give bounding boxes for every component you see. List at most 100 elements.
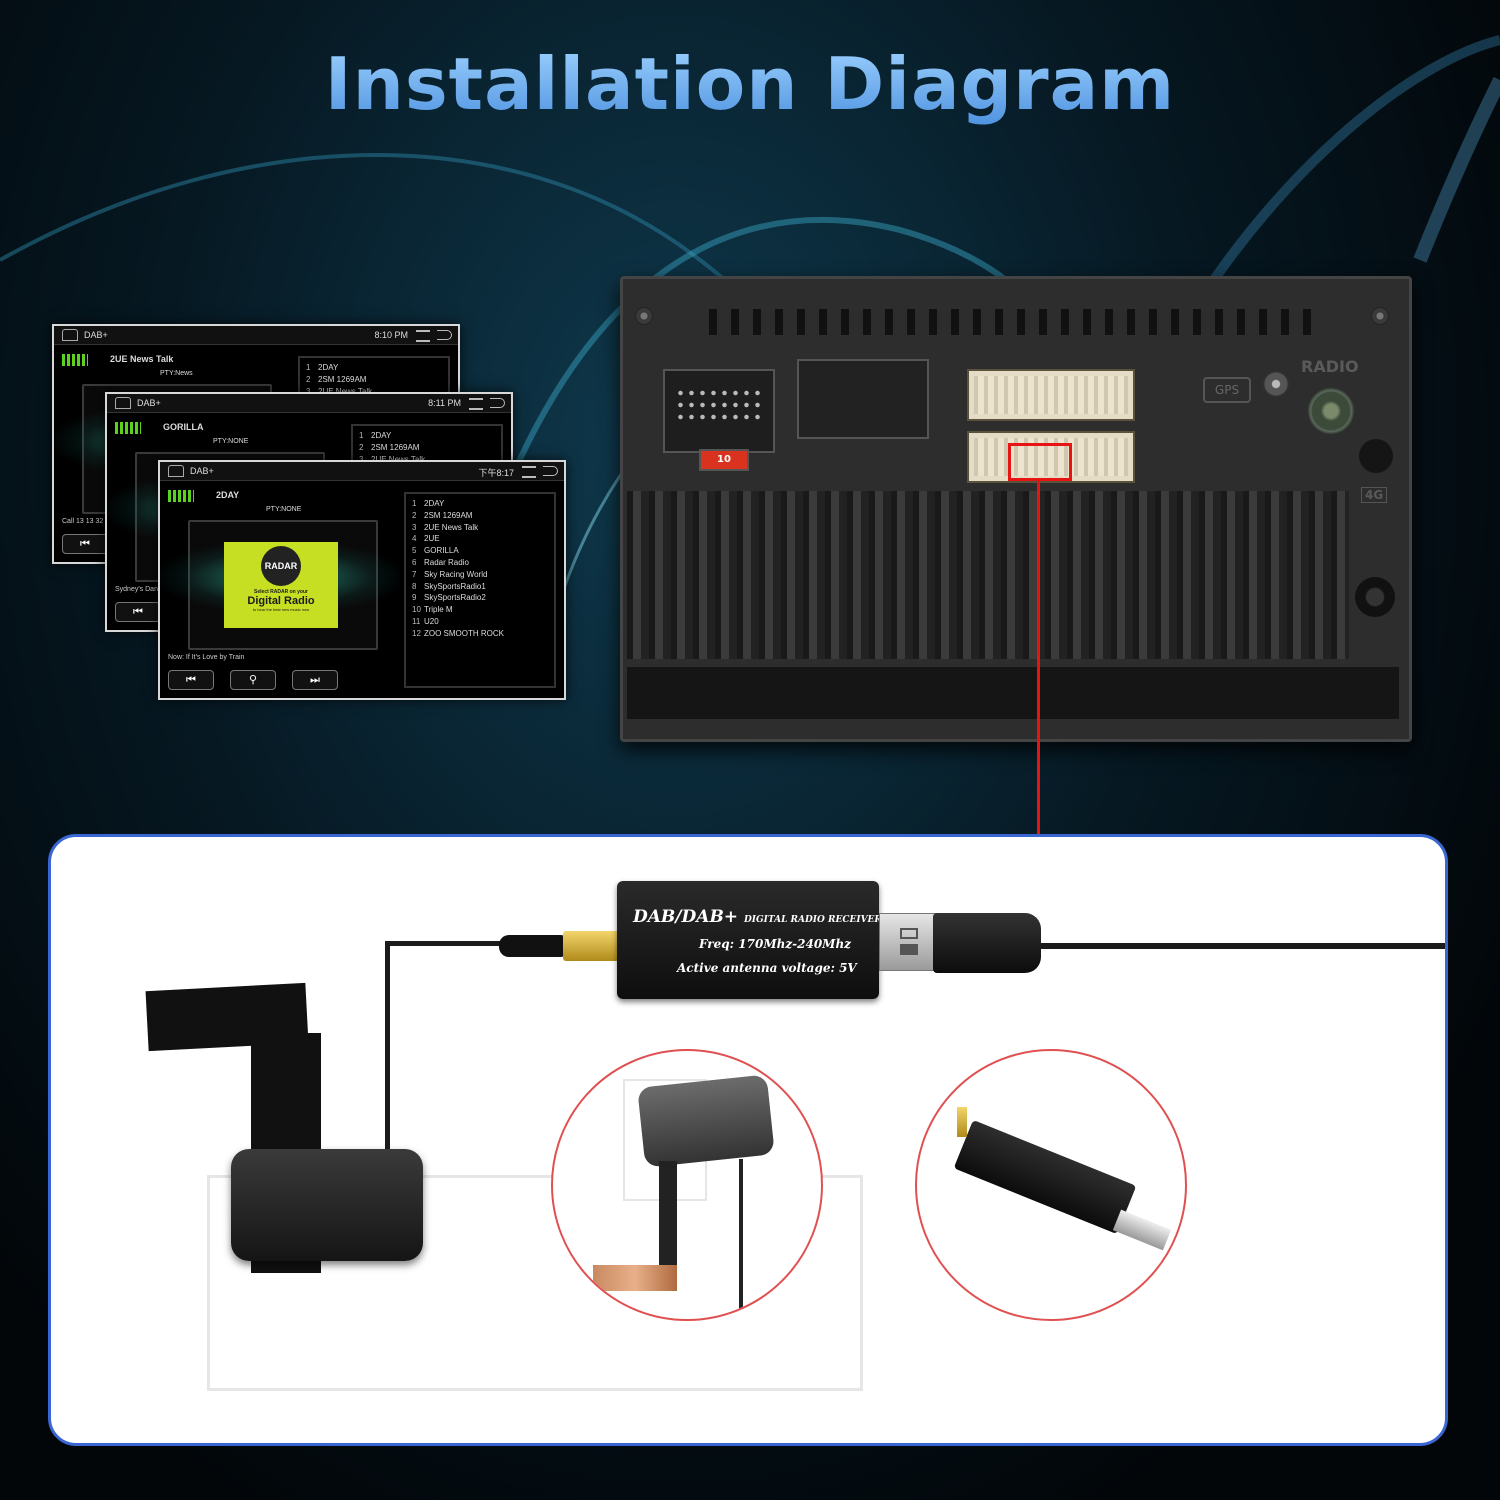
- radar-tagline: to hear the best new music now: [252, 607, 310, 612]
- radar-album-art: RADAR Select RADAR on your Digital Radio…: [224, 542, 338, 628]
- app-name: DAB+: [190, 466, 214, 476]
- receiver-closeup: [915, 1049, 1187, 1321]
- previous-button[interactable]: ⏮: [62, 534, 108, 554]
- app-name: DAB+: [137, 398, 161, 408]
- next-button[interactable]: ⏭: [292, 670, 338, 690]
- home-icon[interactable]: [62, 329, 78, 341]
- head-unit-rear: 10 GPS RADIO 4G: [620, 276, 1412, 742]
- pty-label: PTY:NONE: [213, 438, 249, 445]
- receiver-frequency: Freq: 170Mhz-240Mhz: [699, 937, 851, 951]
- antenna-cable: [385, 941, 390, 1201]
- screw-icon: [1371, 307, 1389, 325]
- radio-antenna-port-icon: [1307, 387, 1355, 435]
- sma-connector: [563, 931, 619, 961]
- receiver-brand: DAB/DAB+ DIGITAL RADIO RECEIVER FOR ANDR…: [633, 907, 961, 927]
- page-title: Installation Diagram: [0, 42, 1500, 126]
- dab-receiver: [953, 1119, 1137, 1235]
- previous-button[interactable]: ⏮: [168, 670, 214, 690]
- app-name: DAB+: [84, 330, 108, 340]
- search-button[interactable]: ⚲: [230, 670, 276, 690]
- menu-icon[interactable]: [469, 398, 483, 410]
- radar-logo: RADAR: [261, 546, 301, 586]
- playback-controls: ⏮ ⚲ ⏭: [168, 670, 354, 690]
- usb-female-connector: [933, 913, 1041, 973]
- status-bar: DAB+ 8:11 PM: [107, 394, 511, 413]
- gps-label: GPS: [1203, 377, 1251, 403]
- now-playing: Now: If It's Love by Train: [168, 654, 245, 661]
- bottom-bar: [627, 667, 1399, 719]
- iso-connector: [663, 369, 775, 453]
- antenna-film: [659, 1161, 677, 1281]
- glass-antenna-strip: [207, 1175, 863, 1391]
- usb-cable: [1037, 943, 1445, 949]
- clock: 下午8:17: [478, 468, 514, 478]
- station-name: 2UE News Talk: [110, 354, 174, 364]
- lte-label: 4G: [1361, 487, 1388, 503]
- lte-antenna-port-icon: [1355, 577, 1395, 617]
- home-icon[interactable]: [115, 397, 131, 409]
- signal-icon: [168, 490, 194, 502]
- screw-icon: [635, 307, 653, 325]
- antenna-amplifier-box: [637, 1074, 775, 1168]
- product-panel: DAB/DAB+ DIGITAL RADIO RECEIVER FOR ANDR…: [48, 834, 1448, 1446]
- dab-receiver: DAB/DAB+ DIGITAL RADIO RECEIVER FOR ANDR…: [617, 881, 960, 999]
- signal-icon: [62, 354, 88, 366]
- home-icon[interactable]: [168, 465, 184, 477]
- menu-icon[interactable]: [522, 466, 536, 478]
- top-vents: [709, 309, 1319, 335]
- now-playing: Call 13 13 32: [62, 518, 104, 525]
- station-name: GORILLA: [163, 422, 204, 432]
- usb-plug-icon: [1112, 1209, 1172, 1251]
- antenna-amplifier-box: [231, 1149, 423, 1261]
- station-name: 2DAY: [216, 490, 240, 500]
- radar-select-text: Select RADAR on your: [254, 589, 308, 595]
- clock: 8:11 PM: [428, 398, 461, 408]
- previous-button[interactable]: ⏮: [115, 602, 161, 622]
- clock: 8:10 PM: [374, 330, 408, 340]
- heat-sink-fins: [627, 491, 1349, 659]
- back-icon[interactable]: [437, 330, 452, 340]
- radio-screen-3: DAB+ 下午8:17 2DAY PTY:NONE RADAR Select R…: [158, 460, 566, 700]
- pty-label: PTY:News: [160, 370, 193, 377]
- usb-port-highlight: [1008, 443, 1072, 481]
- blank-port: [797, 359, 929, 439]
- usb-plug-icon: [879, 913, 939, 971]
- menu-icon[interactable]: [416, 330, 430, 342]
- radio-label: RADIO: [1301, 357, 1359, 376]
- antenna-cable: [385, 941, 505, 946]
- harness-connector-bottom: [967, 431, 1135, 483]
- antenna-cable: [739, 1159, 743, 1309]
- sma-connector-boot: [499, 935, 565, 957]
- status-bar: DAB+ 8:10 PM: [54, 326, 458, 345]
- back-icon[interactable]: [490, 398, 505, 408]
- status-bar: DAB+ 下午8:17: [160, 462, 564, 481]
- copper-tape: [593, 1265, 677, 1291]
- signal-icon: [115, 422, 141, 434]
- port-hole: [1359, 439, 1393, 473]
- back-icon[interactable]: [543, 466, 558, 476]
- receiver-voltage: Active antenna voltage: 5V: [677, 961, 857, 975]
- fuse: 10: [699, 449, 749, 471]
- antenna-closeup: [551, 1049, 823, 1321]
- harness-connector-top: [967, 369, 1135, 421]
- now-playing: Sydney's Dan: [115, 586, 158, 593]
